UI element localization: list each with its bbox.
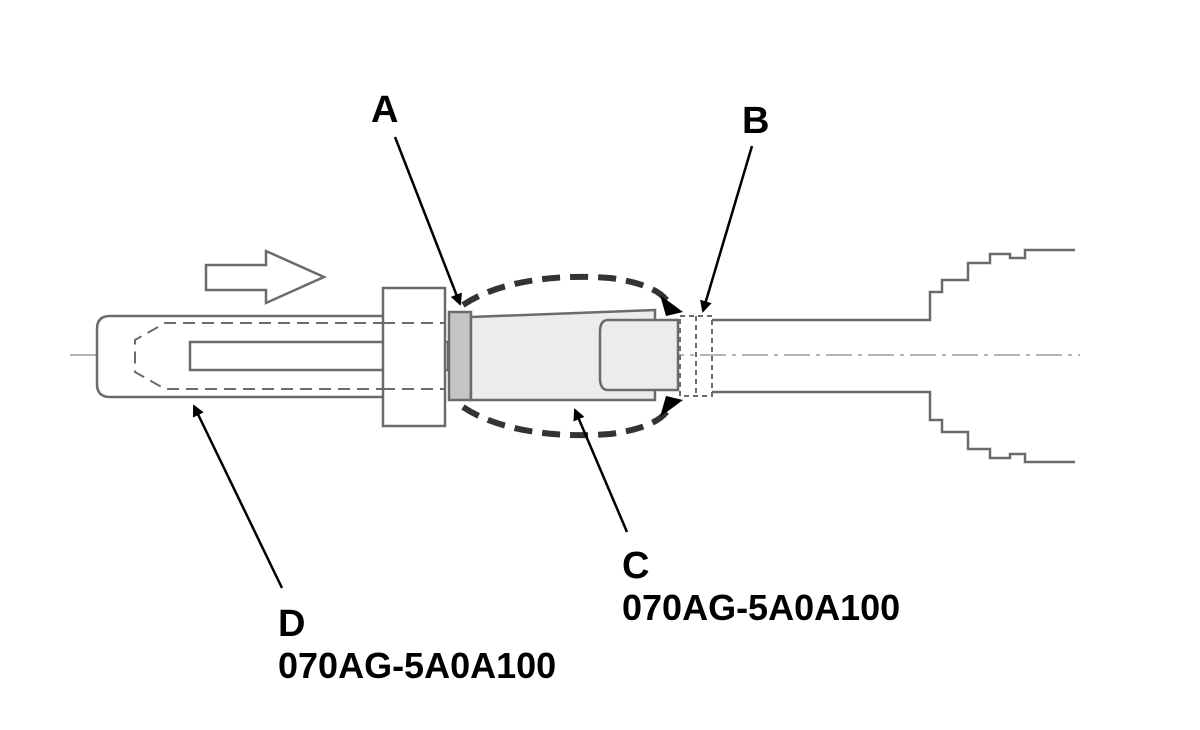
shaft-housing-bottom-outline: [712, 390, 1075, 464]
shaft-housing-top-outline: [712, 248, 1075, 322]
leader-line-c: [573, 408, 629, 533]
callout-c-part-number: 070AG-5A0A100: [622, 587, 900, 628]
leader-line-d: [192, 404, 284, 589]
seal-travel-path-bottom: [461, 404, 671, 439]
installer-flange: [381, 286, 447, 428]
shaft-housing: [712, 248, 1075, 464]
seal-travel-path-top: [461, 273, 671, 308]
leader-line-a: [393, 136, 462, 306]
callout-a-label: A: [371, 89, 398, 131]
seal-travel-arrow-top-icon: [660, 295, 683, 316]
callout-d-label: D: [278, 603, 305, 645]
push-direction-arrow-icon: [204, 249, 328, 305]
callout-d-part-number: 070AG-5A0A100: [278, 645, 556, 686]
installer-tool-d: [95, 286, 450, 428]
leader-line-b: [700, 145, 754, 313]
callout-c-label: C: [622, 545, 649, 587]
groove-hidden-outline: [679, 315, 713, 397]
sleeve-guide-nose: [598, 318, 680, 392]
shaft-groove-b: [679, 315, 713, 397]
callout-b-label: B: [742, 100, 769, 142]
seal-collar-a: [447, 310, 473, 402]
seal-travel-arrow-bottom-icon: [660, 396, 683, 417]
installer-hidden-bore: [134, 322, 385, 390]
